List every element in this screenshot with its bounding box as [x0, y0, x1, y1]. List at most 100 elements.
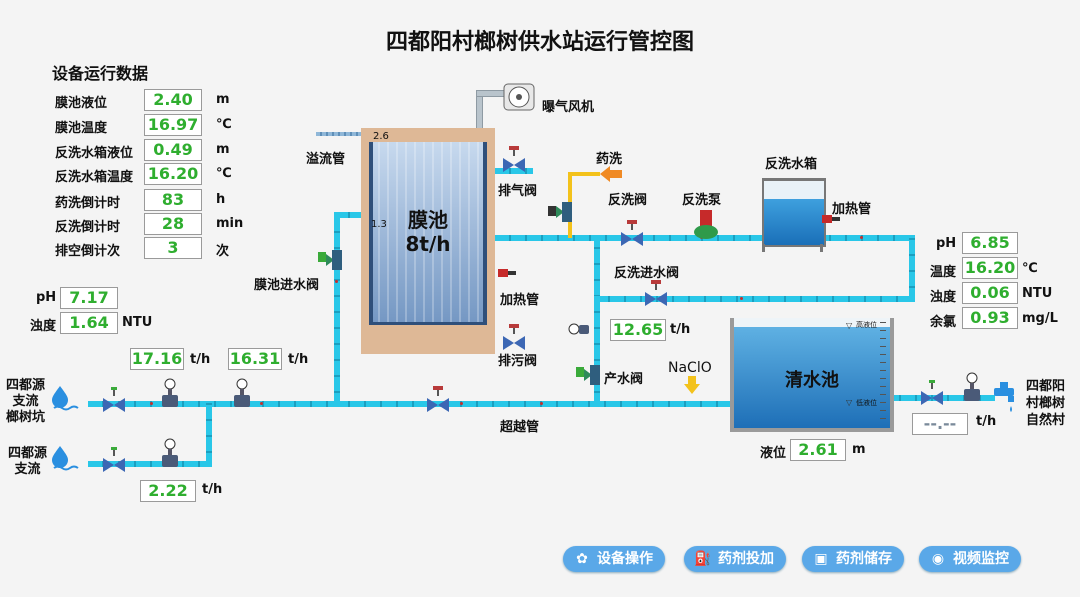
- treated-value: 16.20: [962, 257, 1018, 279]
- level-unit: m: [852, 442, 866, 457]
- flowmeter-icon[interactable]: [160, 438, 180, 470]
- membrane-rail: [483, 142, 487, 324]
- panel-value: 2.40: [144, 89, 202, 111]
- pipe: [495, 168, 533, 174]
- source1-label: 四都源 支流 榔树坑: [6, 378, 46, 425]
- membrane-tank[interactable]: 膜池 8t/h: [361, 128, 495, 354]
- gear-icon: ✿: [576, 551, 588, 567]
- panel-label: 反洗水箱液位: [55, 146, 134, 161]
- backwash-valve-icon[interactable]: [620, 220, 644, 250]
- backwash-inlet-valve-icon[interactable]: [644, 280, 668, 310]
- naclo-label: NaClO: [668, 360, 712, 376]
- raw-turbidity-unit: NTU: [122, 315, 153, 330]
- drug-inflow-arrow-icon: [600, 166, 622, 182]
- panel-value: 0.49: [144, 139, 202, 161]
- drain-valve-icon[interactable]: [502, 324, 526, 354]
- panel-label: 反洗倒计时: [55, 220, 121, 235]
- product-valve-icon[interactable]: [576, 363, 602, 387]
- backwash-inlet-label: 反洗进水阀: [614, 266, 680, 281]
- pipe-marker: [260, 402, 263, 405]
- pipe: [594, 235, 600, 407]
- flow-unit: t/h: [976, 414, 997, 429]
- water-source-icon: [52, 446, 79, 471]
- panel-label: 反洗水箱温度: [55, 170, 134, 185]
- product-valve-label: 产水阀: [604, 372, 644, 387]
- heater-label: 加热管: [832, 202, 872, 217]
- drain-valve-label: 排污阀: [498, 354, 538, 369]
- treated-label: 浊度: [930, 290, 957, 305]
- backwash-tank[interactable]: [762, 178, 826, 247]
- membrane-rail: [369, 142, 373, 324]
- backwash-valve-label: 反洗阀: [608, 193, 648, 208]
- treated-unit: mg/L: [1022, 311, 1058, 326]
- backwash-pump-icon[interactable]: [692, 210, 722, 240]
- high-level-icon: ▽: [846, 321, 853, 330]
- treated-label: 余氯: [930, 315, 957, 330]
- source1-valve-icon[interactable]: [102, 387, 126, 417]
- raw-ph-value: 7.17: [60, 287, 118, 309]
- treated-value: 0.93: [962, 307, 1018, 329]
- outlet-valve-icon[interactable]: [920, 380, 944, 410]
- panel-label: 排空倒计次: [55, 244, 121, 259]
- flow-value: --.--: [912, 413, 968, 435]
- inlet-valve-icon[interactable]: [318, 248, 344, 272]
- blower-icon[interactable]: [502, 82, 536, 112]
- clear-pool-name: 清水池: [785, 370, 839, 391]
- heater-icon[interactable]: [498, 266, 516, 282]
- bypass-label: 超越管: [500, 420, 540, 435]
- drug-pipe: [568, 172, 600, 176]
- low-level-icon: ▽: [846, 398, 853, 407]
- membrane-capacity: 8t/h: [405, 232, 451, 256]
- drug-wash-label: 药洗: [596, 152, 623, 167]
- faucet-icon: [994, 382, 1014, 412]
- dosing-button[interactable]: ⛽ 药剂投加: [684, 546, 786, 572]
- treated-unit: ℃: [1022, 261, 1038, 276]
- camera-icon: ◉: [931, 551, 945, 567]
- clear-water-pool[interactable]: [730, 318, 894, 432]
- panel-unit: m: [216, 142, 230, 157]
- panel-unit: min: [216, 216, 244, 231]
- raw-turbidity-label: 浊度: [30, 319, 57, 334]
- inlet-valve-label: 膜池进水阀: [254, 278, 320, 293]
- button-label: 药剂储存: [836, 551, 892, 567]
- treated-unit: NTU: [1022, 286, 1053, 301]
- button-label: 视频监控: [953, 551, 1009, 567]
- treated-value: 0.06: [962, 282, 1018, 304]
- source2-valve-icon[interactable]: [102, 447, 126, 477]
- heater-icon[interactable]: [822, 212, 840, 228]
- membrane-mark-mid: 1.3: [371, 219, 387, 230]
- exhaust-valve-icon[interactable]: [502, 146, 526, 176]
- flowmeter-icon[interactable]: [962, 372, 982, 404]
- overflow-label: 溢流管: [306, 152, 346, 167]
- flow-value: 16.31: [228, 348, 282, 370]
- bypass-valve-icon[interactable]: [426, 386, 450, 416]
- panel-value: 16.20: [144, 163, 202, 185]
- device-operation-button[interactable]: ✿ 设备操作: [563, 546, 665, 572]
- flow-value: 12.65: [610, 319, 666, 341]
- button-label: 设备操作: [597, 551, 653, 567]
- storage-button[interactable]: ▣ 药剂储存: [802, 546, 904, 572]
- pipe-marker: [540, 402, 543, 405]
- flowmeter-icon[interactable]: [568, 318, 590, 340]
- panel-unit: ℃: [216, 166, 232, 181]
- pipe: [909, 235, 915, 302]
- flow-unit: t/h: [288, 352, 309, 367]
- video-monitor-button[interactable]: ◉ 视频监控: [919, 546, 1021, 572]
- pipe: [334, 212, 364, 218]
- village-label: 四都阳 村榔树 自然村: [1026, 379, 1066, 428]
- panel-value: 3: [144, 237, 202, 259]
- flow-value: 2.22: [140, 480, 196, 502]
- pipe: [334, 212, 340, 407]
- exhaust-valve-label: 排气阀: [498, 184, 538, 199]
- water-source-icon: [52, 386, 79, 411]
- level-value: 2.61: [790, 439, 846, 461]
- pipe-marker: [335, 280, 338, 283]
- flowmeter-icon[interactable]: [160, 378, 180, 410]
- raw-ph-label: pH: [36, 290, 57, 305]
- flow-unit: t/h: [190, 352, 211, 367]
- pipe-marker: [860, 236, 863, 239]
- blower-label: 曝气风机: [542, 100, 595, 115]
- drug-wash-valve-icon[interactable]: [548, 200, 574, 224]
- flowmeter-icon[interactable]: [232, 378, 252, 410]
- membrane-mark-top: 2.6: [373, 131, 389, 142]
